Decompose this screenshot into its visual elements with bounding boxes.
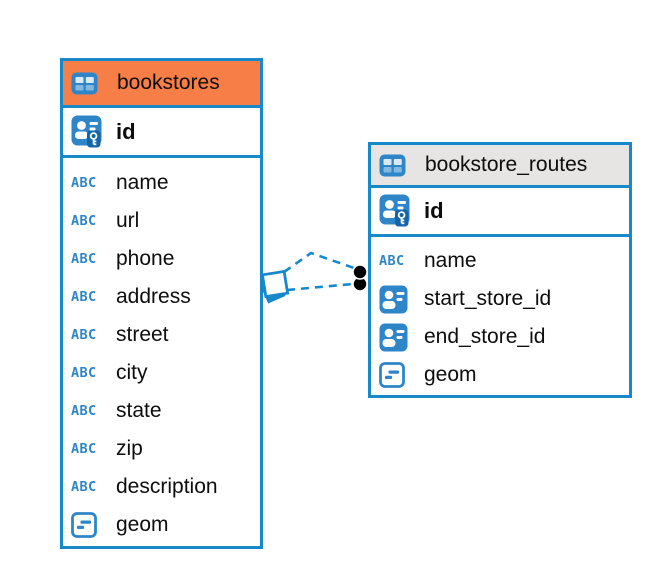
column-row[interactable]: ABC state [63, 392, 260, 430]
column-name: url [116, 209, 140, 232]
table-bookstore-routes[interactable]: bookstore_routes id [368, 142, 632, 398]
column-row[interactable]: end_store_id [371, 318, 629, 356]
column-name: phone [116, 247, 175, 270]
column-row[interactable]: ABC address [63, 278, 260, 316]
table-title: bookstores [117, 71, 220, 94]
table-bookstores-header[interactable]: bookstores [63, 61, 260, 108]
text-type-icon: ABC [71, 403, 97, 419]
geometry-type-icon [71, 512, 109, 538]
primary-key-icon [379, 194, 417, 228]
column-name: street [116, 323, 169, 346]
column-name: end_store_id [424, 325, 546, 348]
connector-dot-endpoints [352, 264, 368, 292]
table-icon [379, 154, 417, 177]
column-row-id[interactable]: id [63, 108, 260, 158]
column-row-id[interactable]: id [371, 188, 629, 237]
relationship-line-upper[interactable] [283, 251, 355, 274]
text-type-icon: ABC [71, 365, 97, 381]
column-row[interactable]: ABC city [63, 354, 260, 392]
column-row[interactable]: ABC zip [63, 430, 260, 468]
column-name: city [116, 361, 148, 384]
column-row[interactable]: ABC street [63, 316, 260, 354]
column-row[interactable]: ABC url [63, 202, 260, 240]
table-bookstore-routes-header[interactable]: bookstore_routes [371, 145, 629, 188]
relationship-line-lower[interactable] [286, 282, 354, 292]
column-list: ABC name ABC url ABC phone ABC address A… [63, 158, 260, 546]
relationship-connector[interactable] [250, 240, 382, 316]
text-type-icon: ABC [379, 253, 405, 269]
geometry-type-icon [379, 362, 417, 388]
connector-squares-symbol [260, 269, 290, 304]
column-row[interactable]: geom [63, 506, 260, 544]
column-name: state [116, 399, 162, 422]
text-type-icon: ABC [71, 175, 97, 191]
text-type-icon: ABC [71, 289, 97, 305]
column-name: zip [116, 437, 143, 460]
primary-key-icon [71, 115, 109, 149]
text-type-icon: ABC [71, 327, 97, 343]
column-name: name [116, 171, 169, 194]
column-name: start_store_id [424, 287, 552, 310]
column-name: address [116, 285, 191, 308]
text-type-icon: ABC [71, 479, 97, 495]
column-row[interactable]: ABC phone [63, 240, 260, 278]
table-title: bookstore_routes [425, 153, 588, 176]
column-name: description [116, 475, 218, 498]
column-name: geom [116, 513, 169, 536]
reference-type-icon [379, 323, 417, 352]
column-row[interactable]: geom [371, 356, 629, 394]
text-type-icon: ABC [71, 441, 97, 457]
column-row[interactable]: ABC name [63, 164, 260, 202]
column-row[interactable]: start_store_id [371, 280, 629, 318]
column-name: id [116, 118, 136, 144]
text-type-icon: ABC [71, 213, 97, 229]
reference-type-icon [379, 285, 417, 314]
column-row[interactable]: ABC description [63, 468, 260, 506]
column-name: id [424, 198, 444, 223]
text-type-icon: ABC [71, 251, 97, 267]
column-name: geom [424, 363, 477, 386]
table-bookstores[interactable]: bookstores id A [60, 58, 263, 549]
table-icon [71, 72, 109, 95]
column-row[interactable]: ABC name [371, 242, 629, 280]
column-list: ABC name start_store_id [371, 237, 629, 396]
column-name: name [424, 249, 477, 272]
